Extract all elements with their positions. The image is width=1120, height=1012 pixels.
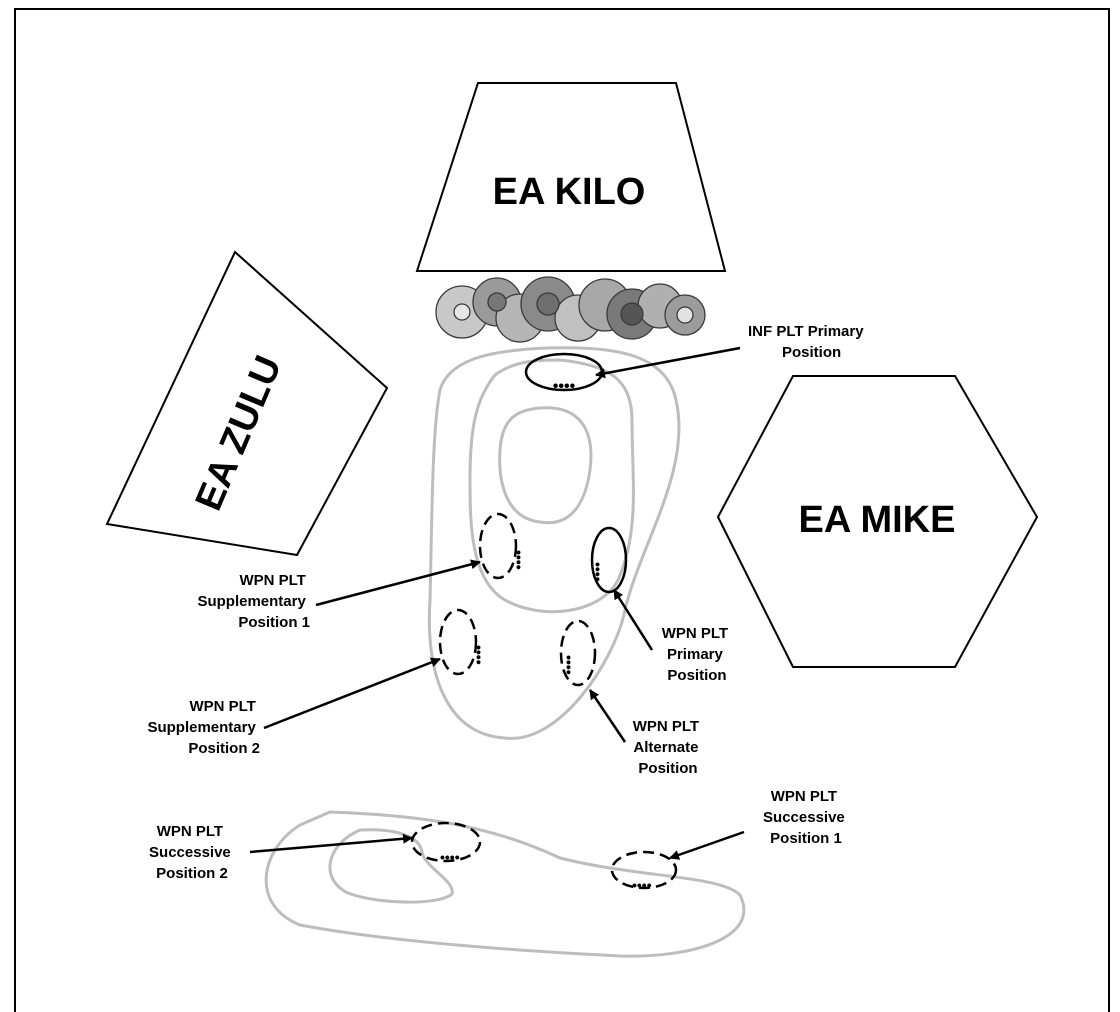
svg-text:••••: •••• [553, 378, 576, 395]
diagram-frame [14, 8, 1110, 1012]
arrow-inf-primary [595, 346, 741, 379]
label-wpn-alternate: WPN PLT Alternate Position [633, 718, 704, 777]
position-wpn-succ1: •••• [610, 850, 678, 893]
svg-text:••••: •••• [632, 877, 652, 893]
arrow-wpn-succ2 [249, 833, 413, 854]
ea-kilo-label: EA KILO [493, 171, 646, 213]
arrow-wpn-supp2 [263, 657, 441, 730]
ea-mike: EA MIKE [716, 375, 1039, 668]
arrow-wpn-primary [612, 589, 654, 651]
ea-zulu: EA ZULU [105, 250, 389, 557]
position-wpn-succ2: •••• [410, 821, 482, 865]
label-inf-primary: INF PLT Primary Position [748, 323, 868, 361]
svg-text:••••: •••• [511, 550, 527, 570]
svg-text:••••: •••• [440, 849, 460, 865]
label-wpn-succ2: WPN PLT Successive Position 2 [149, 823, 235, 882]
arrow-wpn-succ1 [669, 830, 745, 860]
label-wpn-primary: WPN PLT Primary Position [662, 625, 733, 684]
svg-text:••••: •••• [561, 655, 577, 675]
label-wpn-supp1: WPN PLT Supplementary Position 1 [197, 572, 310, 631]
position-wpn-supp1: •••• [478, 512, 527, 580]
label-wpn-supp2: WPN PLT Supplementary Position 2 [147, 698, 260, 757]
position-wpn-supp2: •••• [438, 608, 487, 676]
ea-mike-label: EA MIKE [799, 499, 956, 541]
position-wpn-primary: •••• [590, 526, 628, 594]
label-wpn-succ1: WPN PLT Successive Position 1 [763, 788, 849, 847]
hill-contours [264, 346, 746, 958]
vegetation-cluster-icon [435, 276, 706, 343]
position-wpn-alternate: •••• [559, 619, 597, 687]
ea-kilo: EA KILO [415, 82, 727, 272]
svg-text:••••: •••• [471, 645, 487, 665]
arrow-wpn-supp1 [315, 559, 481, 607]
arrow-wpn-alternate [588, 689, 627, 743]
svg-text:••••: •••• [590, 562, 606, 582]
